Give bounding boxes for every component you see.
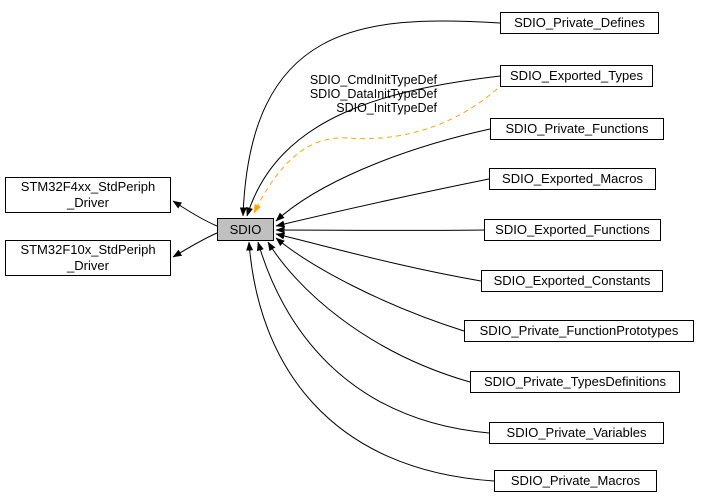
node-stm32f10x-stdperiph-driver[interactable]: STM32F10x_StdPeriph _Driver [5,240,171,276]
edge-private-functionprototypes-to-sdio [275,237,465,332]
node-sdio-private-typesdefinitions[interactable]: SDIO_Private_TypesDefinitions [470,371,680,393]
edge-private-defines-to-sdio [239,20,501,217]
edge-usage-exported-types-dashed [253,88,498,214]
edge-sdio-to-stm32f4xx [172,200,218,227]
edge-private-typesdefinitions-to-sdio [267,241,471,383]
node-sdio-private-defines[interactable]: SDIO_Private_Defines [500,12,659,34]
node-sdio-private-variables[interactable]: SDIO_Private_Variables [489,422,664,444]
node-sdio-private-functions[interactable]: SDIO_Private_Functions [490,118,664,140]
node-sdio-exported-constants[interactable]: SDIO_Exported_Constants [481,270,663,292]
edge-sdio-to-stm32f10x [172,232,218,258]
edge-private-functions-to-sdio [275,128,491,222]
node-sdio-private-functionprototypes[interactable]: SDIO_Private_FunctionPrototypes [464,320,694,342]
edge-exported-types-to-sdio [246,75,501,217]
edge-private-macros-to-sdio [246,241,495,482]
edge-exported-constants-to-sdio [275,232,482,282]
edge-private-variables-to-sdio [257,241,490,434]
node-sdio-exported-functions[interactable]: SDIO_Exported_Functions [484,219,661,241]
node-sdio: SDIO [217,218,274,241]
node-sdio-private-macros[interactable]: SDIO_Private_Macros [494,470,657,492]
node-stm32f4xx-stdperiph-driver[interactable]: STM32F4xx_StdPeriph _Driver [5,177,171,213]
edge-exported-macros-to-sdio [275,178,490,228]
node-sdio-exported-types[interactable]: SDIO_Exported_Types [500,65,653,87]
node-sdio-exported-macros[interactable]: SDIO_Exported_Macros [489,168,656,190]
